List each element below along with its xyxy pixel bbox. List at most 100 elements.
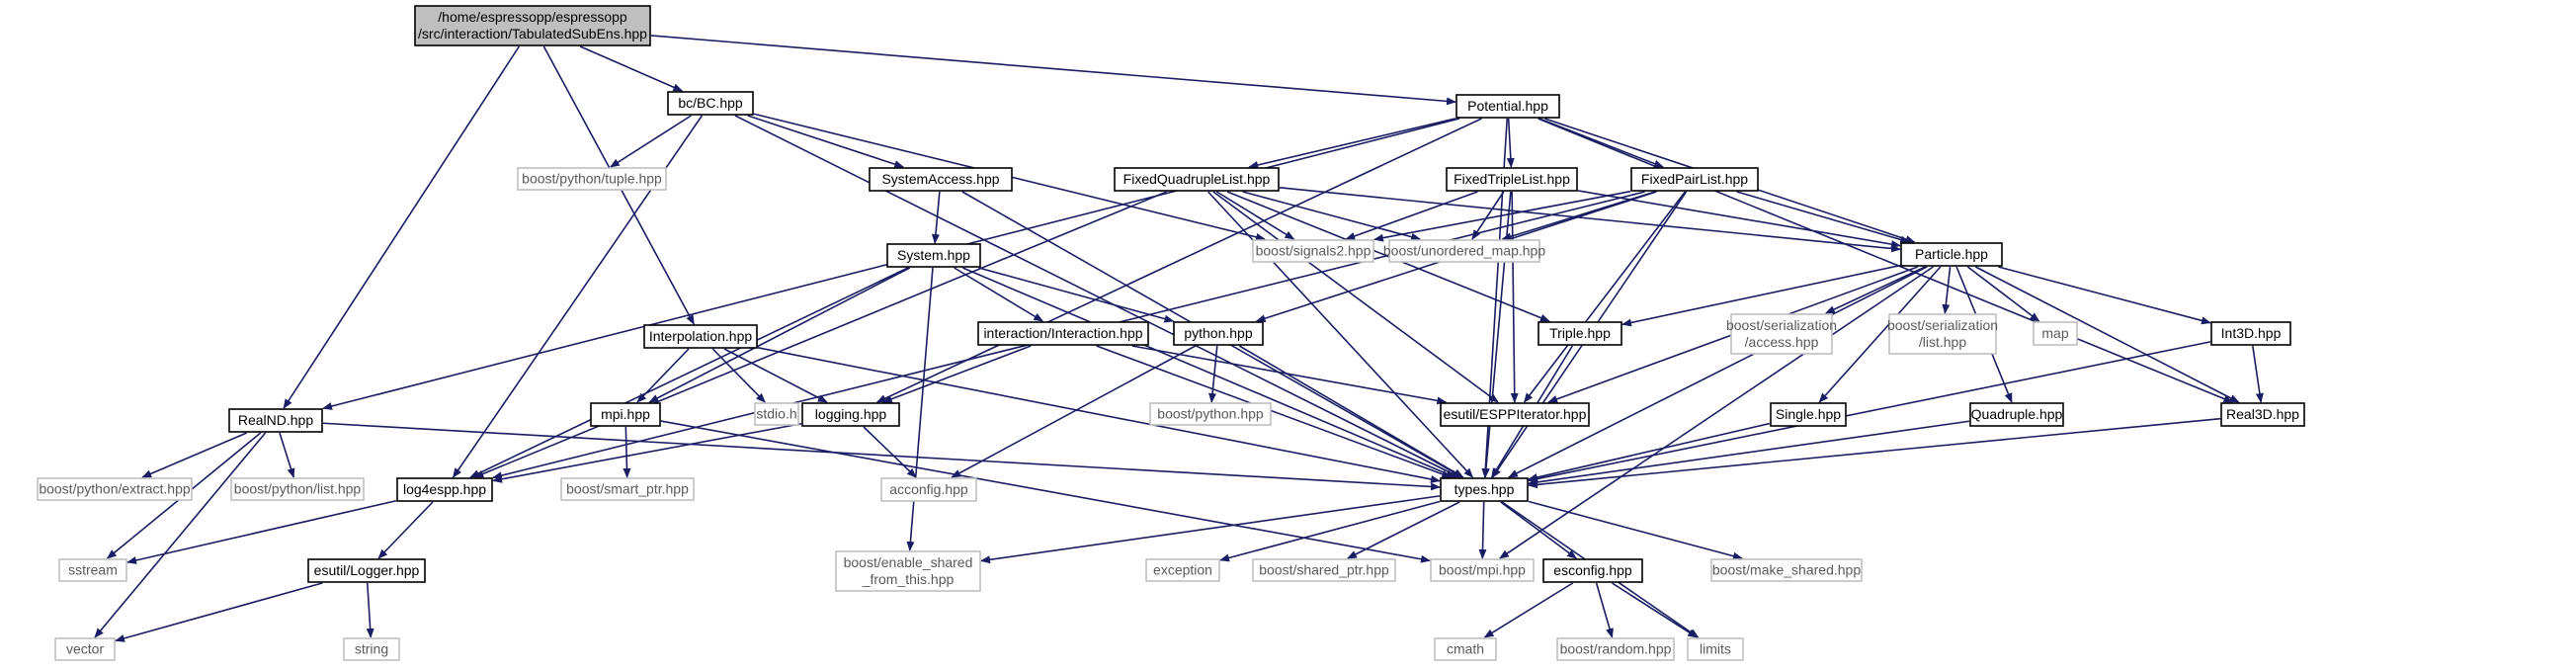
edge-ftriple-to-unordered (1471, 191, 1505, 240)
node-stdio[interactable]: stdio.h (754, 402, 799, 426)
node-boost_ser_list[interactable]: boost/serialization/list.hpp (1887, 313, 1998, 355)
node-boost_ser_access[interactable]: boost/serialization/access.hpp (1726, 313, 1837, 355)
node-map[interactable]: map (2033, 321, 2078, 346)
node-system[interactable]: System.hpp (886, 243, 981, 268)
node-box-mpi (590, 402, 661, 427)
node-shared_ptr[interactable]: boost/shared_ptr.hpp (1252, 558, 1396, 582)
node-make_shared[interactable]: boost/make_shared.hpp (1710, 558, 1863, 582)
node-box-single (1770, 402, 1847, 427)
node-limits[interactable]: limits (1687, 637, 1744, 661)
node-boost_python[interactable]: boost/python.hpp (1149, 402, 1272, 426)
node-int3d[interactable]: Int3D.hpp (2210, 321, 2291, 346)
edge-potential-to-fpair (1538, 118, 1665, 168)
node-interaction[interactable]: interaction/Interaction.hpp (977, 321, 1149, 346)
edge-realnd-to-vector (94, 432, 267, 638)
edge-particle-to-boost_mpi (1499, 266, 1934, 559)
node-box-enable_shared (835, 550, 981, 592)
edge-systemaccess-to-system (931, 191, 941, 244)
node-box-unordered (1388, 239, 1540, 263)
node-vector[interactable]: vector (54, 637, 116, 661)
node-box-system (886, 243, 981, 268)
node-cmath[interactable]: cmath (1434, 637, 1497, 661)
edge-logger-to-vector (115, 582, 323, 642)
node-exception[interactable]: exception (1145, 558, 1220, 582)
node-interpolation[interactable]: Interpolation.hpp (643, 324, 758, 349)
edge-system-to-enable_shared (906, 267, 934, 551)
node-fpair[interactable]: FixedPairList.hpp (1630, 167, 1759, 192)
node-logger[interactable]: esutil/Logger.hpp (307, 558, 426, 583)
node-boost_list[interactable]: boost/python/list.hpp (230, 477, 365, 501)
edge-ftriple-to-types (1481, 191, 1512, 478)
node-log4espp[interactable]: log4espp.hpp (396, 477, 493, 502)
node-sstream[interactable]: sstream (58, 558, 127, 582)
node-unordered[interactable]: boost/unordered_map.hpp (1383, 239, 1545, 263)
node-boost_tuple[interactable]: boost/python/tuple.hpp (517, 167, 667, 191)
node-box-logger (307, 558, 426, 583)
edge-fquad-to-unordered (1242, 191, 1422, 241)
edge-system-to-types (962, 267, 1456, 478)
node-boost_mpi[interactable]: boost/mpi.hpp (1430, 558, 1535, 582)
node-particle[interactable]: Particle.hpp (1900, 242, 2003, 267)
node-signals2[interactable]: boost/signals2.hpp (1252, 239, 1374, 263)
edge-fpair-to-signals2 (1373, 190, 1631, 242)
edge-particle-to-boost_ser_access (1824, 266, 1926, 314)
node-smart_ptr[interactable]: boost/smart_ptr.hpp (560, 477, 695, 501)
edge-particle-to-real3d (1974, 266, 2240, 403)
node-enable_shared[interactable]: boost/enable_shared_from_this.hpp (835, 550, 981, 592)
node-label-interaction: interaction/Interaction.hpp (983, 325, 1142, 341)
edge-bc-to-systemaccess (747, 115, 905, 168)
node-acconfig[interactable]: acconfig.hpp (880, 477, 977, 502)
edge-ftriple-to-particle (1577, 190, 1901, 249)
node-label-python: python.hpp (1184, 325, 1252, 341)
node-esppiter[interactable]: esutil/ESPPIterator.hpp (1440, 402, 1590, 427)
node-quadruple[interactable]: Quadruple.hpp (1969, 402, 2064, 427)
node-triple[interactable]: Triple.hpp (1537, 321, 1622, 346)
node-root[interactable]: /home/espressopp/espressopp/src/interact… (414, 5, 651, 46)
node-label-root: /home/espressopp/espressopp (438, 9, 627, 25)
node-real3d[interactable]: Real3D.hpp (2220, 402, 2305, 427)
node-label-potential: Potential.hpp (1467, 98, 1548, 114)
edge-realnd-to-boost_list (279, 432, 295, 478)
edge-fpair-to-esppiter (1523, 191, 1687, 403)
node-types[interactable]: types.hpp (1440, 477, 1529, 502)
node-potential[interactable]: Potential.hpp (1455, 94, 1560, 119)
node-esconfig[interactable]: esconfig.hpp (1542, 558, 1643, 583)
node-box-bc (667, 91, 754, 116)
edge-fquad-to-particle (1279, 187, 1901, 253)
node-single[interactable]: Single.hpp (1770, 402, 1847, 427)
node-string[interactable]: string (343, 637, 400, 661)
node-label-logging: logging.hpp (815, 406, 887, 422)
node-box-vector (54, 637, 116, 661)
edge-potential-to-logging (875, 118, 1482, 403)
node-boost_extract[interactable]: boost/python/extract.hpp (37, 477, 193, 501)
edge-types-to-boost_mpi (1478, 501, 1487, 559)
node-label-boost_list: boost/python/list.hpp (234, 481, 362, 497)
edge-root-to-potential (650, 35, 1456, 106)
node-bc[interactable]: bc/BC.hpp (667, 91, 754, 116)
node-mpi[interactable]: mpi.hpp (590, 402, 661, 427)
node-realnd[interactable]: RealND.hpp (228, 408, 323, 433)
node-label-boost_extract: boost/python/extract.hpp (39, 481, 191, 497)
node-logging[interactable]: logging.hpp (801, 402, 900, 427)
node-label-acconfig: acconfig.hpp (889, 481, 968, 497)
edge-single-to-types (1528, 422, 1771, 481)
edge-potential-to-real3d (1537, 118, 2234, 403)
node-fquad[interactable]: FixedQuadrupleList.hpp (1114, 167, 1280, 192)
edge-system-to-log4espp (469, 267, 909, 478)
edge-ftriple-to-esppiter (1510, 191, 1519, 403)
edge-logger-to-string (366, 582, 374, 638)
node-boost_random[interactable]: boost/random.hpp (1556, 637, 1675, 661)
node-box-particle (1900, 242, 2003, 267)
edge-bc-to-boost_tuple (609, 115, 692, 168)
edge-fpair-to-particle (1736, 191, 1911, 244)
node-python[interactable]: python.hpp (1173, 321, 1264, 346)
edge-realnd-to-boost_extract (141, 432, 247, 478)
node-label-interpolation: Interpolation.hpp (649, 328, 753, 344)
node-box-log4espp (396, 477, 493, 502)
node-label-map: map (2041, 325, 2068, 341)
node-label-vector: vector (66, 641, 104, 657)
node-systemaccess[interactable]: SystemAccess.hpp (869, 167, 1013, 192)
node-ftriple[interactable]: FixedTripleList.hpp (1446, 167, 1578, 192)
node-label-enable_shared: _from_this.hpp (862, 571, 955, 587)
node-box-stdio (754, 402, 799, 426)
